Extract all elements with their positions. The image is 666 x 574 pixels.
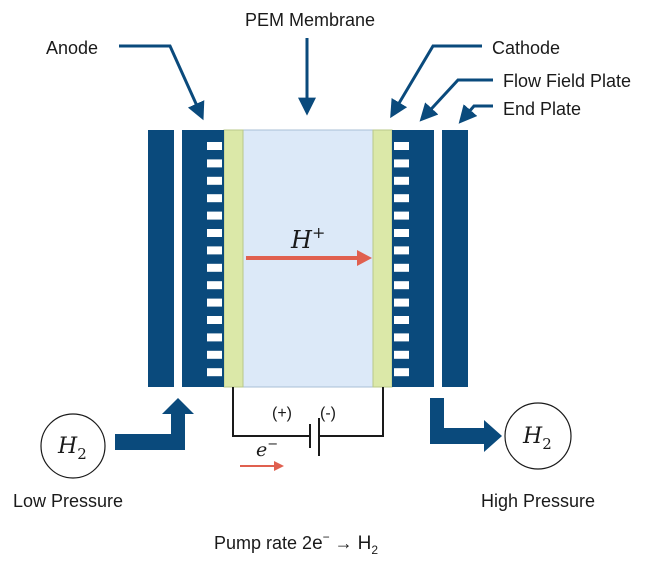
high-pressure-h2-circle <box>504 402 572 470</box>
anode-flow-channel <box>207 316 222 324</box>
cathode-flow-channel <box>394 176 409 185</box>
flow-field-plate-pointer <box>419 78 493 122</box>
cathode-flow-channel <box>394 142 409 150</box>
anode-electrode <box>223 129 244 388</box>
outlet-arrow <box>430 398 502 452</box>
cathode-electrode <box>372 129 393 388</box>
inlet-arrow <box>115 398 194 450</box>
anode-flow-channel <box>207 281 222 290</box>
cathode-flow-channel <box>394 368 409 377</box>
proton-arrow-head <box>357 250 372 266</box>
cathode-flow-channel <box>394 316 409 324</box>
anode-flow-channel <box>207 211 222 220</box>
low-pressure-h2-symbol: H2 <box>57 434 87 463</box>
cathode-flow-channel <box>394 350 409 359</box>
anode-flow-channel <box>207 176 222 185</box>
right-flow-channels <box>394 142 409 377</box>
electron-label: e− <box>256 437 278 461</box>
cathode-flow-channel <box>394 246 409 255</box>
anode-flow-channel <box>207 263 222 272</box>
cathode-flow-channel <box>394 211 409 220</box>
cathode-pointer <box>390 44 482 119</box>
cathode-flow-channel <box>394 333 409 342</box>
cathode-flow-channel <box>394 298 409 307</box>
low-pressure-label: Low Pressure <box>13 491 123 511</box>
anode-flow-channel <box>207 333 222 342</box>
end-plate-label: End Plate <box>503 99 581 119</box>
left-flow-channels <box>207 142 222 377</box>
anode-flow-channel <box>207 246 222 255</box>
anode-label: Anode <box>46 38 98 58</box>
pem-membrane-label: PEM Membrane <box>245 10 375 30</box>
flow-field-plate-label: Flow Field Plate <box>503 71 631 91</box>
left-flow-field-plate <box>182 130 224 387</box>
pump-rate-caption: Pump rate 2e− → H2 <box>214 530 378 557</box>
high-pressure-h2-symbol: H2 <box>522 424 552 453</box>
circuit-left-wire <box>232 387 310 437</box>
high-pressure-label: High Pressure <box>481 491 595 511</box>
anode-flow-channel <box>207 298 222 307</box>
end-plate-pointer <box>458 104 493 124</box>
left-end-plate <box>148 130 174 387</box>
cathode-flow-channel <box>394 263 409 272</box>
positive-terminal-label: (+) <box>272 405 292 422</box>
proton-label: H+ <box>290 223 325 254</box>
right-end-plate <box>442 130 468 387</box>
cathode-flow-channel <box>394 159 409 168</box>
low-pressure-h2-circle <box>40 413 106 479</box>
cathode-flow-channel <box>394 229 409 237</box>
anode-flow-channel <box>207 350 222 359</box>
cathode-flow-channel <box>394 194 409 203</box>
anode-flow-channel <box>207 142 222 150</box>
anode-pointer <box>119 44 205 121</box>
anode-flow-channel <box>207 368 222 377</box>
anode-flow-channel <box>207 194 222 203</box>
cathode-label: Cathode <box>492 38 560 58</box>
anode-flow-channel <box>207 229 222 237</box>
negative-terminal-label: (-) <box>320 405 336 422</box>
circuit-right-wire <box>319 387 384 437</box>
right-flow-field-plate <box>392 130 434 387</box>
anode-flow-channel <box>207 159 222 168</box>
cathode-flow-channel <box>394 281 409 290</box>
